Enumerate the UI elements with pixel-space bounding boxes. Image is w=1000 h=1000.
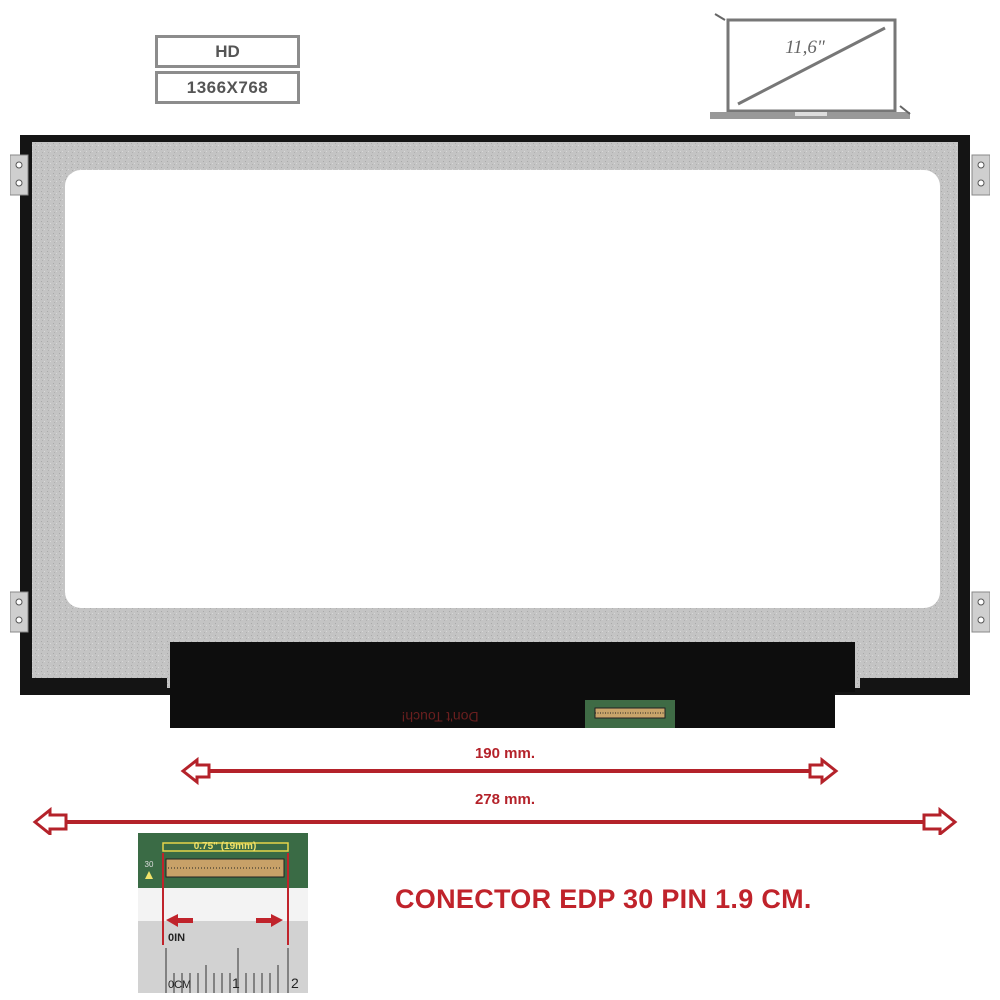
pin-count-label: 30 bbox=[145, 860, 154, 869]
mounting-tab-top-left bbox=[9, 154, 29, 196]
ruler-cm-label: 0CM bbox=[168, 979, 191, 991]
connector-width-label: 0.75" (19mm) bbox=[194, 841, 257, 852]
resolution-label: HD bbox=[155, 35, 300, 68]
dont-touch-label: Don't Touch! bbox=[401, 709, 478, 725]
ruler-inch-label: 0IN bbox=[168, 932, 185, 944]
dimension-arrow-278 bbox=[32, 806, 958, 835]
lcd-panel: Don't Touch! bbox=[9, 130, 991, 740]
dimension-arrow-190 bbox=[180, 756, 839, 786]
panel-width-label: 278 mm. bbox=[474, 791, 536, 808]
connector-caption: CONECTOR EDP 30 PIN 1.9 CM. bbox=[395, 884, 812, 914]
ruler-mark-2: 2 bbox=[291, 975, 299, 991]
ruler-mark-1: 1 bbox=[232, 975, 240, 991]
connector-photo: 0.75" (19mm) 30 0IN 0CM 1 2 bbox=[138, 833, 308, 993]
laptop-size-icon: 11,6" bbox=[705, 10, 915, 125]
mounting-tab-top-right bbox=[971, 154, 991, 196]
resolution-badge: HD 1366X768 bbox=[155, 35, 300, 104]
screen-size-label: 11,6" bbox=[785, 37, 826, 58]
dimension-arrows: 190 mm. 278 mm. bbox=[0, 735, 1000, 835]
mounting-tab-bottom-right bbox=[971, 591, 991, 633]
edp-connector bbox=[585, 700, 675, 728]
connector-offset-label: 190 mm. bbox=[474, 745, 536, 762]
resolution-value: 1366X768 bbox=[155, 71, 300, 104]
mounting-tab-bottom-left bbox=[9, 591, 29, 633]
